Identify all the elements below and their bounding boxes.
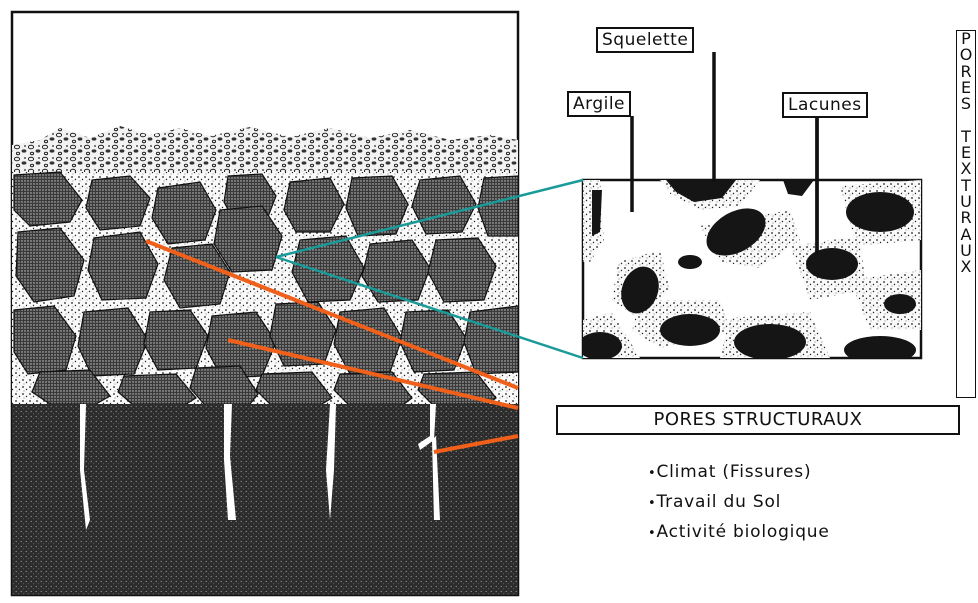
deep-horizon — [12, 404, 518, 595]
lacunes-label: Lacunes — [782, 92, 868, 118]
structural-pore-causes: Climat (Fissures)Travail du SolActivité … — [648, 458, 830, 548]
argile-label: Argile — [567, 91, 631, 117]
cause-item: Climat (Fissures) — [648, 458, 830, 488]
soil-profile — [12, 12, 518, 595]
zoom-panel — [578, 180, 921, 364]
pores-structuraux-label: PORES STRUCTURAUX — [556, 405, 960, 435]
pores-texturaux-letter: X — [957, 259, 975, 275]
cause-item: Travail du Sol — [648, 488, 830, 518]
squelette-label: Squelette — [596, 27, 694, 53]
cause-item: Activité biologique — [648, 518, 830, 548]
